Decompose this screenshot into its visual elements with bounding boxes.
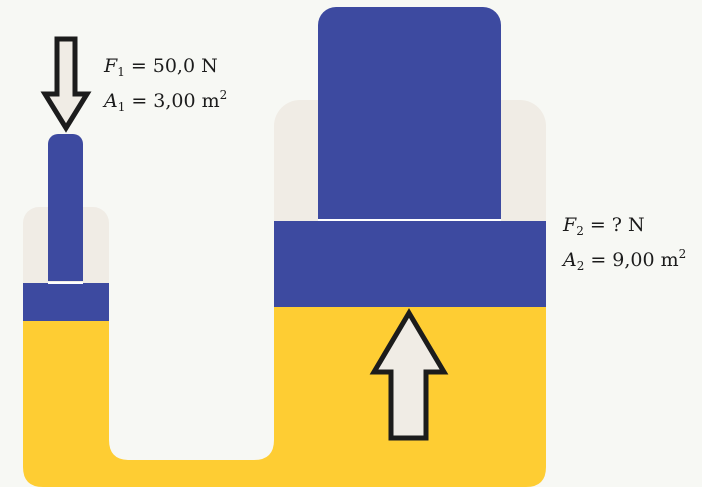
- left-force-equals: =: [130, 55, 147, 77]
- left-area-symbol: A: [104, 90, 118, 112]
- left-area-value: 3,00 m: [153, 90, 220, 112]
- left-area-label: A1 =3,00 m2: [104, 89, 227, 113]
- left-force-symbol: F: [104, 55, 118, 77]
- left-area-subscript: 1: [117, 100, 126, 114]
- right-area-label: A2=9,00 m2: [563, 248, 686, 272]
- left-piston-base: [23, 283, 109, 321]
- left-force-subscript: 1: [117, 65, 125, 79]
- right-piston-base: [274, 221, 546, 307]
- left-area-exponent: 2: [219, 88, 228, 102]
- right-piston-block: [318, 7, 501, 219]
- right-force-equals: =: [589, 214, 606, 236]
- right-force-value: ? N: [611, 214, 645, 236]
- input-force-arrow: [40, 36, 92, 133]
- left-area-equals: =: [131, 90, 148, 112]
- right-area-exponent: 2: [678, 247, 687, 261]
- left-piston-rod-bottom: [48, 240, 83, 281]
- right-piston-block-bottom: [318, 180, 501, 219]
- right-area-subscript: 2: [576, 259, 585, 273]
- right-force-subscript: 2: [576, 224, 584, 238]
- hydraulic-fluid: [23, 305, 546, 487]
- left-force-label: F1 =50,0 N: [104, 55, 218, 79]
- output-force-arrow: [369, 308, 449, 441]
- right-area-value: 9,00 m: [612, 249, 679, 271]
- right-area-equals: =: [590, 249, 607, 271]
- right-force-label: F2 =? N: [563, 214, 645, 238]
- right-force-symbol: F: [563, 214, 577, 236]
- right-area-symbol: A: [563, 249, 577, 271]
- left-force-value: 50,0 N: [152, 55, 218, 77]
